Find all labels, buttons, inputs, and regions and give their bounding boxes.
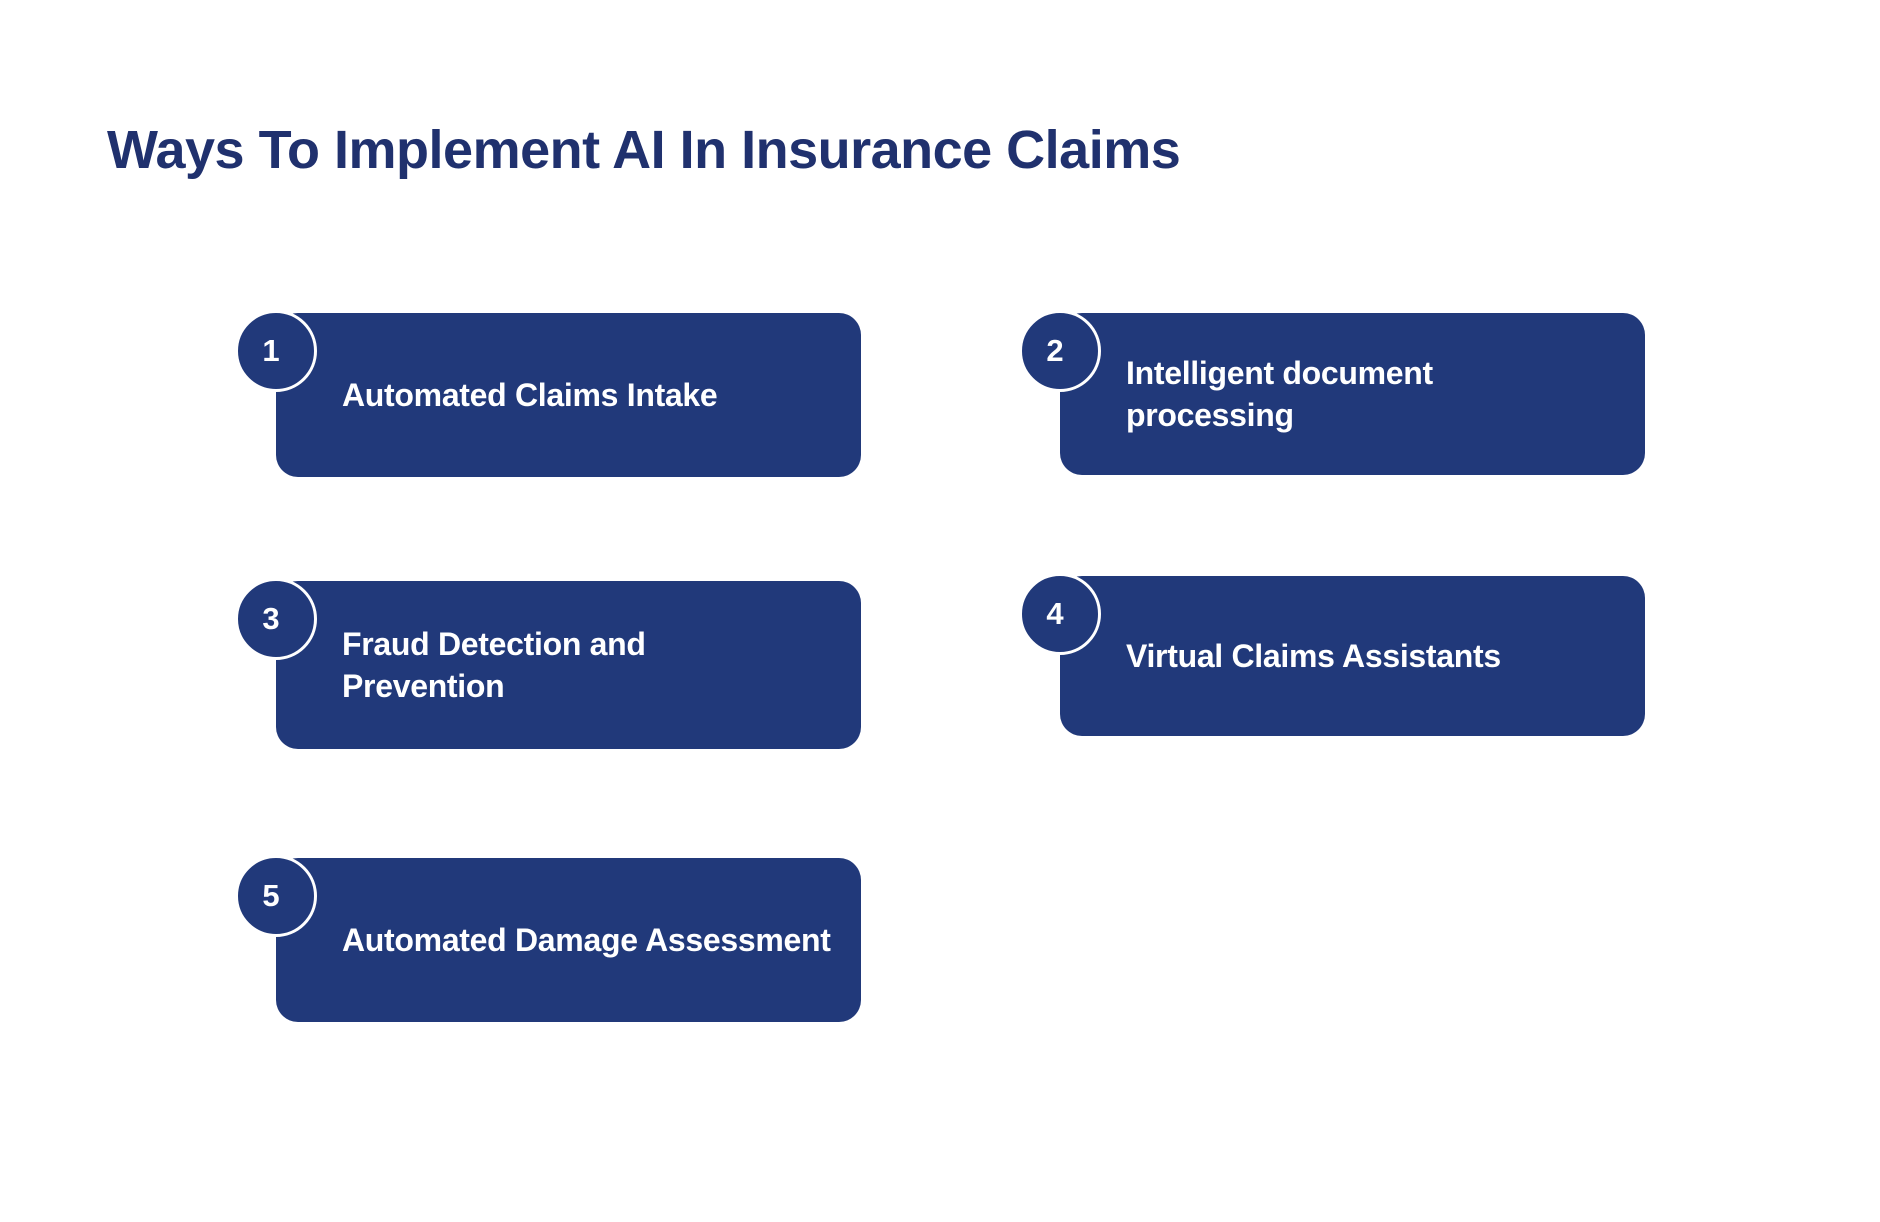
card-fraud-detection-and-prevention: 3 Fraud Detection and Prevention [235, 578, 861, 749]
card-1-label: Automated Claims Intake [342, 377, 718, 413]
step-5-number: 5 [262, 878, 280, 913]
card-automated-claims-intake: 1 Automated Claims Intake [235, 310, 861, 477]
card-5-label: Automated Damage Assessment [342, 922, 831, 958]
step-3-number: 3 [262, 601, 280, 636]
card-automated-damage-assessment: 5 Automated Damage Assessment [235, 855, 861, 1022]
card-4-label: Virtual Claims Assistants [1126, 638, 1501, 674]
card-intelligent-document-processing: 2 Intelligent document processing [1019, 310, 1645, 475]
card-3-label: Fraud Detection and Prevention [342, 626, 646, 704]
step-2-number: 2 [1046, 333, 1064, 368]
card-virtual-claims-assistants: 4 Virtual Claims Assistants [1019, 573, 1645, 736]
step-5-badge: 5 [235, 855, 317, 937]
step-1-number: 1 [262, 333, 280, 368]
step-4-badge: 4 [1019, 573, 1101, 655]
step-3-badge: 3 [235, 578, 317, 660]
step-1-badge: 1 [235, 310, 317, 392]
page-title: Ways To Implement AI In Insurance Claims [107, 120, 1181, 180]
card-2-label: Intelligent document processing [1126, 355, 1433, 433]
step-2-badge: 2 [1019, 310, 1101, 392]
step-4-number: 4 [1046, 596, 1064, 631]
